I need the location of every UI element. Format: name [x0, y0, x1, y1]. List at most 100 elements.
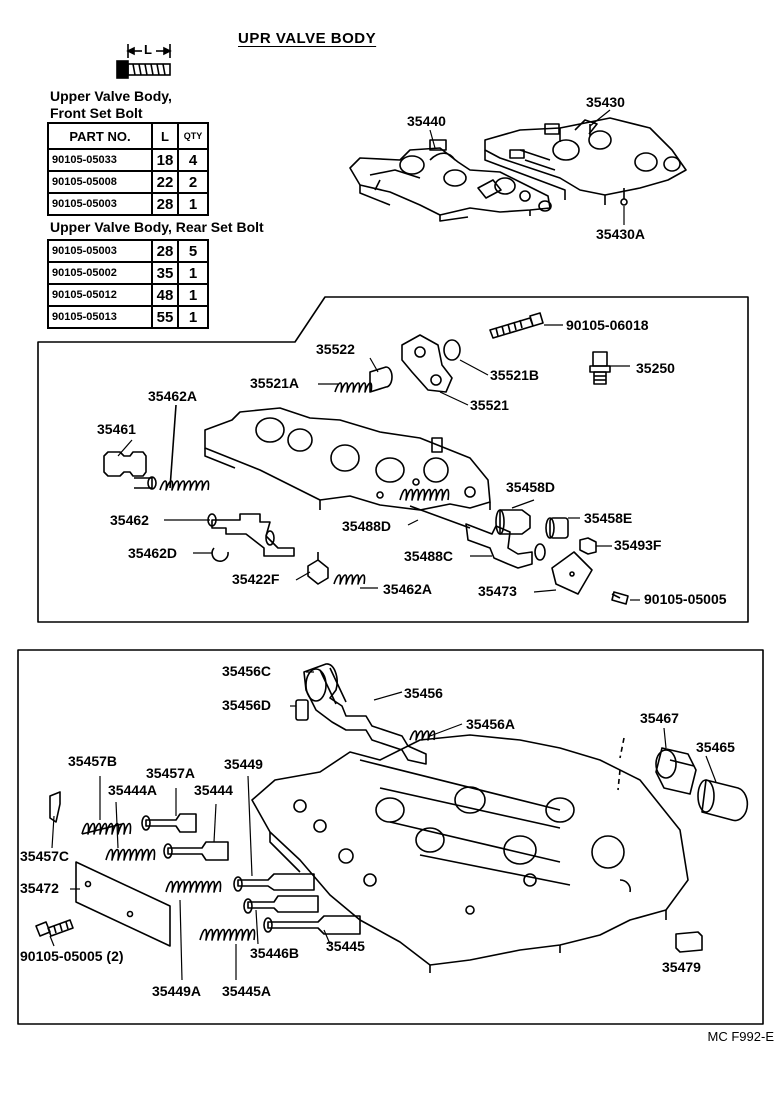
- length-header: L: [151, 122, 179, 150]
- valve-35488C-drawing: [465, 523, 546, 569]
- callout-35430: 35430: [586, 94, 625, 110]
- part-no-header: PART NO.: [47, 122, 153, 150]
- table-header-row: PART NO. L QTY: [47, 122, 209, 150]
- block-35456D-drawing: [295, 699, 309, 721]
- spring-35457B-drawing: [81, 822, 132, 835]
- part-no-cell: 90105-05013: [47, 305, 153, 329]
- front-bolt-heading-line1: Upper Valve Body,: [50, 88, 172, 104]
- callout-35430a: 35430A: [596, 226, 646, 242]
- qty-cell: 1: [177, 305, 209, 329]
- spring-35462A-top-drawing: [159, 404, 210, 491]
- clip-35462D-drawing: [211, 547, 229, 562]
- part-no-cell: 90105-05002: [47, 261, 153, 285]
- table-row: 90105-05003 28 1: [47, 192, 209, 216]
- plug-35465-drawing: [697, 779, 749, 822]
- length-cell: 22: [151, 170, 179, 194]
- valve-35462-drawing: [207, 513, 295, 557]
- callout-90105-05005-top: 90105-05005: [644, 591, 727, 607]
- spring-35445A-drawing: [199, 928, 256, 941]
- valve-body-35430-drawing: [484, 117, 687, 206]
- callout-35456c: 35456C: [222, 663, 272, 679]
- callout-35457a: 35457A: [146, 765, 196, 781]
- spring-35449A-drawing: [165, 880, 222, 893]
- valve-35461-drawing: [103, 451, 157, 490]
- callout-35456d: 35456D: [222, 697, 272, 713]
- callout-35449a: 35449A: [152, 983, 202, 999]
- bolt-90105-05005-bot-drawing: [35, 919, 74, 937]
- callout-35445a: 35445A: [222, 983, 272, 999]
- callout-90105-06018: 90105-06018: [566, 317, 649, 333]
- callout-35465: 35465: [696, 739, 735, 755]
- qty-header: QTY: [177, 122, 209, 150]
- valve-35446B-drawing: [243, 895, 319, 914]
- length-cell: 55: [151, 305, 179, 329]
- valve-35456-drawing: [303, 663, 427, 765]
- callout-35521: 35521: [470, 397, 509, 413]
- valve-35444-drawing: [163, 841, 229, 861]
- qty-cell: 1: [177, 192, 209, 216]
- block-35479-drawing: [675, 931, 703, 953]
- length-cell: 48: [151, 283, 179, 307]
- part-no-cell: 90105-05003: [47, 192, 153, 216]
- stop-35422F-drawing: [307, 552, 329, 585]
- sleeve-35467-drawing: [617, 737, 697, 795]
- callout-35473: 35473: [478, 583, 517, 599]
- qty-cell: 1: [177, 283, 209, 307]
- callout-35493f: 35493F: [614, 537, 662, 553]
- callout-35457c: 35457C: [20, 848, 70, 864]
- callout-35458e: 35458E: [584, 510, 633, 526]
- length-cell: 28: [151, 239, 179, 263]
- plate-35521-drawing: [401, 334, 461, 393]
- callout-35444a: 35444A: [108, 782, 158, 798]
- table-row: 90105-05002 35 1: [47, 261, 209, 285]
- callout-90105-05005-bottom: 90105-05005 (2): [20, 948, 124, 964]
- leader-lines: [49, 109, 717, 981]
- callout-35521a: 35521A: [250, 375, 300, 391]
- valve-body-lower-drawing: [251, 734, 689, 973]
- plate-35473-drawing: [551, 551, 593, 595]
- callout-35250: 35250: [636, 360, 675, 376]
- valve-body-middle-drawing: [204, 407, 491, 511]
- table-row: 90105-05003 28 5: [47, 239, 209, 263]
- valve-35445-drawing: [263, 915, 361, 935]
- diagram-title: UPR VALVE BODY: [238, 30, 377, 47]
- spring-35522-drawing: [334, 366, 393, 393]
- callout-35440: 35440: [407, 113, 446, 129]
- valve-35457A-drawing: [141, 813, 197, 833]
- length-cell: 35: [151, 261, 179, 285]
- callout-35444: 35444: [194, 782, 233, 798]
- callout-35522: 35522: [316, 341, 355, 357]
- stop-35457C-drawing: [49, 791, 61, 823]
- valve-body-35440-drawing: [349, 139, 552, 222]
- callout-35422f: 35422F: [232, 571, 280, 587]
- bolt-90105-06018-drawing: [489, 312, 544, 339]
- table-row: 90105-05013 55 1: [47, 305, 209, 329]
- callout-35461: 35461: [97, 421, 136, 437]
- plug-35250-drawing: [589, 351, 611, 385]
- spring-35462A-bot-drawing: [333, 574, 366, 585]
- front-bolt-heading-line2: Front Set Bolt: [50, 105, 143, 121]
- callout-35456a: 35456A: [466, 716, 516, 732]
- qty-cell: 1: [177, 261, 209, 285]
- front-bolt-heading: Upper Valve Body, Front Set Bolt: [50, 88, 172, 122]
- callout-35458d: 35458D: [506, 479, 556, 495]
- callout-35456: 35456: [404, 685, 443, 701]
- plate-35472-drawing: [75, 861, 171, 947]
- qty-cell: 4: [177, 148, 209, 172]
- part-no-cell: 90105-05033: [47, 148, 153, 172]
- rear-bolt-heading: Upper Valve Body, Rear Set Bolt: [50, 219, 264, 235]
- qty-cell: 2: [177, 170, 209, 194]
- rear-bolt-table: 90105-05003 28 5 90105-05002 35 1 90105-…: [47, 239, 209, 329]
- plug-35458D-drawing: [495, 509, 531, 535]
- bolt-90105-05005-top-drawing: [611, 591, 629, 605]
- callout-35488d: 35488D: [342, 518, 392, 534]
- callout-35479: 35479: [662, 959, 701, 975]
- callout-35462d: 35462D: [128, 545, 178, 561]
- part-no-cell: 90105-05012: [47, 283, 153, 307]
- table-row: 90105-05012 48 1: [47, 283, 209, 307]
- valve-35449-drawing: [233, 873, 315, 892]
- callout-35457b: 35457B: [68, 753, 118, 769]
- callout-35449: 35449: [224, 756, 263, 772]
- callout-35462a-bottom: 35462A: [383, 581, 433, 597]
